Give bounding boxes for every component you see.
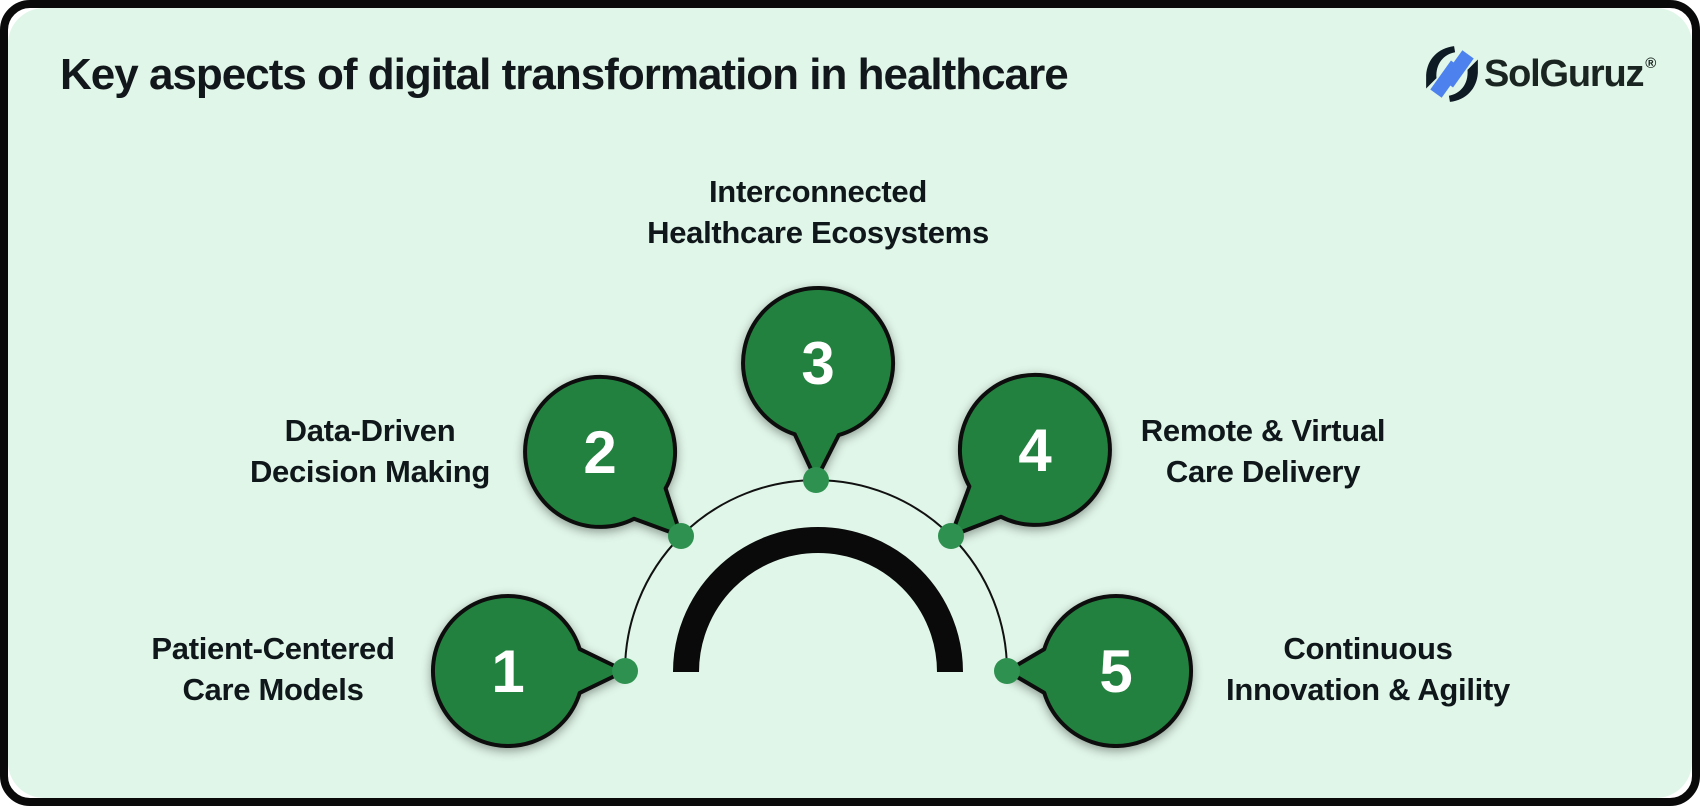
bubble-5 [1005,594,1194,748]
label-line: Care Delivery [1165,454,1361,489]
node-dot-2 [668,523,694,549]
label-patient-centered-care-models: Patient-Centered Care Models [151,628,395,710]
solguruz-logo-icon [1426,46,1478,102]
gauge-arc [673,527,963,673]
label-line: Remote & Virtual [1140,413,1386,448]
label-line: Care Models [182,672,364,707]
label-line: Patient-Centered [151,631,395,666]
brand-logo: SolGuruz ® [1424,44,1656,104]
label-line: Healthcare Ecosystems [647,215,989,250]
node-dot-3 [803,467,829,493]
bubble-number-4: 4 [1018,416,1052,484]
label-line: Data-Driven [284,413,456,448]
label-line: Continuous [1283,631,1453,666]
registered-trademark-symbol: ® [1645,55,1657,72]
label-line: Interconnected [708,174,928,209]
bubble-number-5: 5 [1099,637,1133,705]
node-dot-1 [612,658,638,684]
label-continuous-innovation-agility: Continuous Innovation & Agility [1226,628,1510,710]
page-title: Key aspects of digital transformation in… [60,50,1069,99]
bubble-number-2: 2 [583,418,617,486]
label-line: Innovation & Agility [1226,672,1510,707]
label-interconnected-healthcare-ecosystems: Interconnected Healthcare Ecosystems [647,171,989,253]
brand-name: SolGuruz [1484,53,1644,95]
label-data-driven-decision-making: Data-Driven Decision Making [250,410,490,492]
bubble-2 [523,374,683,538]
bubble-3 [741,286,896,482]
node-dot-5 [994,658,1020,684]
bubble-4 [949,372,1112,538]
label-remote-virtual-care-delivery: Remote & Virtual Care Delivery [1140,410,1386,492]
bubble-1 [430,594,627,748]
bubble-number-1: 1 [491,637,525,705]
label-line: Decision Making [249,454,491,489]
node-dot-4 [938,523,964,549]
bubble-number-3: 3 [801,329,835,397]
